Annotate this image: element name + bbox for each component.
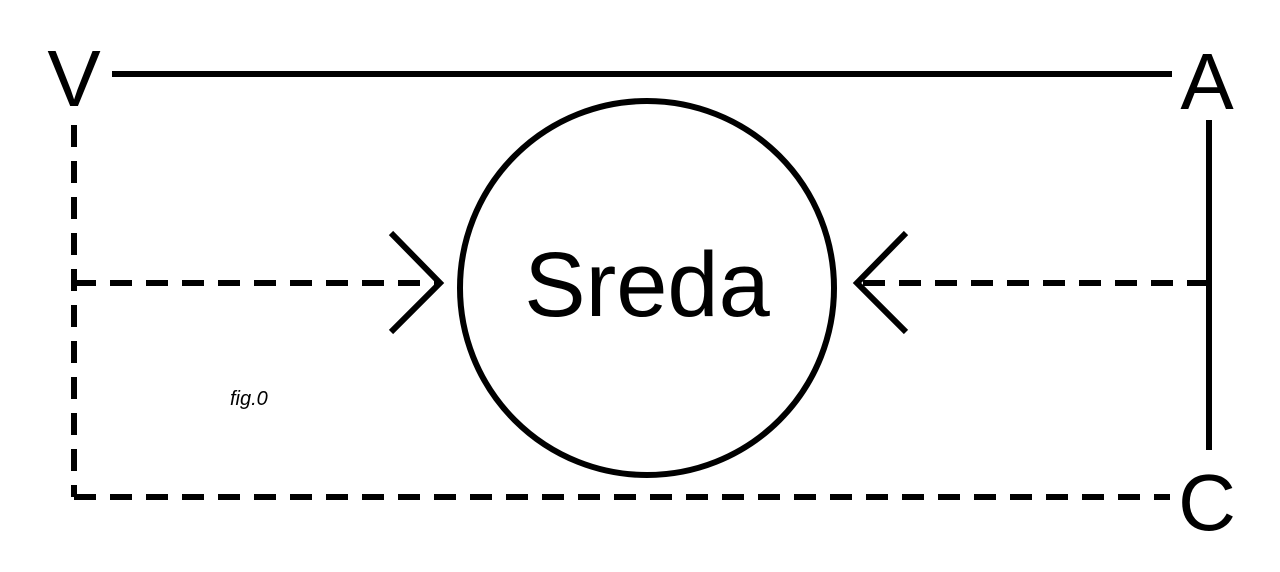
center-circle — [457, 98, 837, 478]
arrow-left-head-icon — [388, 230, 445, 335]
node-c-label: C — [1178, 458, 1236, 547]
node-v-label: V — [47, 34, 101, 123]
node-a-label: A — [1180, 37, 1234, 126]
figure-caption: fig.0 — [230, 388, 268, 410]
arrow-right-head-icon — [852, 230, 909, 335]
center-label: Sreda — [524, 234, 770, 336]
